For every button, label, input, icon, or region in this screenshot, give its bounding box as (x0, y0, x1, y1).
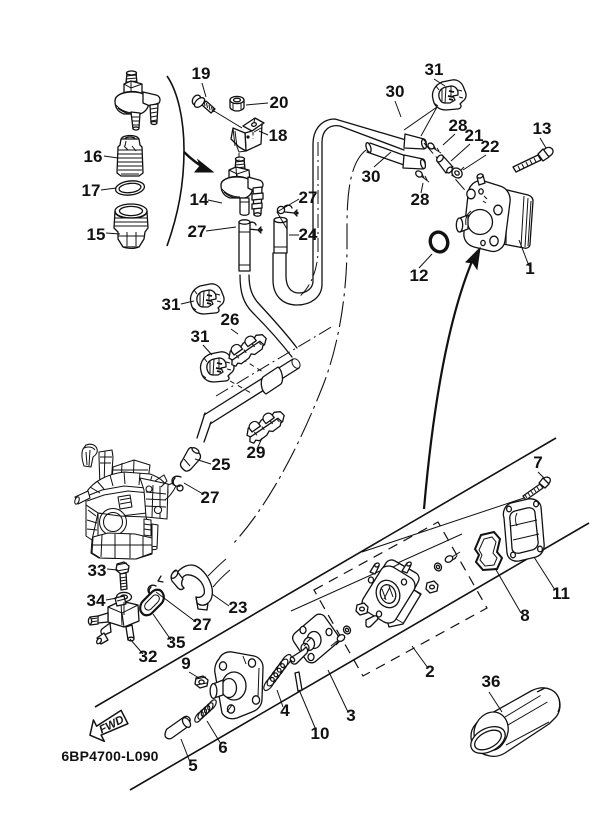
svg-text:13: 13 (533, 119, 552, 138)
svg-text:20: 20 (270, 93, 289, 112)
svg-text:31: 31 (425, 60, 444, 79)
svg-text:16: 16 (84, 147, 103, 166)
svg-text:17: 17 (82, 181, 101, 200)
svg-text:28: 28 (449, 116, 468, 135)
svg-text:1: 1 (525, 259, 534, 278)
svg-text:8: 8 (520, 606, 529, 625)
svg-text:5: 5 (188, 756, 197, 775)
svg-text:10: 10 (311, 724, 330, 743)
svg-text:7: 7 (533, 453, 542, 472)
svg-text:18: 18 (269, 126, 288, 145)
svg-text:11: 11 (552, 584, 570, 603)
svg-text:28: 28 (411, 190, 430, 209)
svg-text:35: 35 (167, 633, 186, 652)
svg-text:31: 31 (191, 327, 210, 346)
svg-text:23: 23 (229, 598, 248, 617)
svg-text:27: 27 (299, 188, 318, 207)
svg-text:22: 22 (481, 137, 500, 156)
svg-text:9: 9 (181, 654, 190, 673)
svg-text:15: 15 (87, 225, 106, 244)
svg-text:27: 27 (201, 488, 220, 507)
svg-text:27: 27 (188, 222, 207, 241)
svg-text:33: 33 (88, 561, 107, 580)
svg-text:2: 2 (425, 662, 434, 681)
svg-text:6: 6 (218, 738, 227, 757)
svg-text:21: 21 (465, 126, 484, 145)
svg-text:26: 26 (221, 310, 240, 329)
svg-text:32: 32 (139, 647, 158, 666)
svg-text:25: 25 (212, 455, 231, 474)
svg-text:30: 30 (362, 167, 381, 186)
svg-text:19: 19 (192, 64, 211, 83)
svg-text:6BP4700-L090: 6BP4700-L090 (61, 748, 158, 764)
svg-text:27: 27 (193, 615, 212, 634)
svg-text:14: 14 (190, 190, 209, 209)
svg-text:34: 34 (87, 591, 106, 610)
svg-text:29: 29 (247, 443, 266, 462)
svg-text:30: 30 (386, 82, 405, 101)
svg-text:12: 12 (410, 266, 429, 285)
svg-text:3: 3 (346, 706, 355, 725)
svg-text:4: 4 (280, 701, 290, 720)
svg-text:31: 31 (162, 295, 181, 314)
svg-text:24: 24 (299, 225, 318, 244)
svg-text:36: 36 (482, 672, 501, 691)
